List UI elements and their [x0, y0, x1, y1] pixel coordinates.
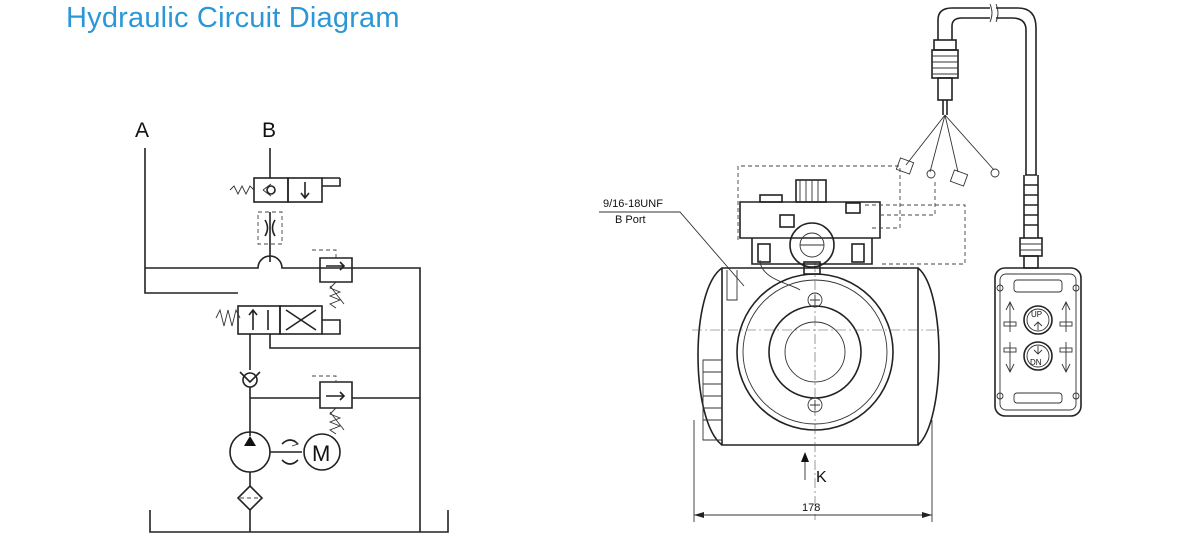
port-name-label: B Port — [615, 214, 646, 226]
motor-label: M — [312, 441, 330, 466]
down-button[interactable]: DN — [1023, 341, 1053, 371]
up-arrow-icon — [1003, 300, 1073, 332]
width-dimension: 178 — [693, 420, 933, 522]
relief-valve-upper — [312, 249, 353, 309]
pump — [229, 431, 302, 473]
directional-valve — [215, 305, 420, 370]
down-arrow-icon — [1003, 342, 1073, 374]
cable-strain-relief — [1019, 174, 1043, 269]
view-arrow: K — [801, 452, 827, 486]
page-title: Hydraulic Circuit Diagram — [66, 2, 400, 34]
solenoid-check-valve — [229, 177, 341, 203]
hydraulic-schematic: A B — [135, 119, 449, 533]
orifice — [257, 211, 283, 245]
tank — [149, 510, 449, 533]
width-dim-label: 178 — [802, 502, 820, 514]
line-main-horizontal — [145, 255, 421, 532]
reservoir-body — [697, 267, 940, 446]
port-a-label: A — [135, 119, 149, 142]
down-button-label: DN — [1030, 358, 1042, 367]
line-a — [144, 148, 238, 294]
thread-spec-label: 9/16-18UNF — [603, 198, 663, 210]
valve-block — [739, 179, 881, 291]
pendant-control: UP DN — [994, 267, 1082, 417]
cable-connector — [895, 3, 1037, 187]
wiring-outline — [737, 165, 966, 265]
check-valve — [239, 371, 261, 436]
relief-valve-lower — [250, 375, 420, 435]
motor: M — [303, 433, 341, 471]
pump-drawing: 9/16-18UNF B Port — [599, 3, 1082, 522]
up-button[interactable]: UP — [1023, 305, 1053, 335]
filter — [236, 472, 264, 532]
view-label: K — [816, 469, 827, 486]
up-button-label: UP — [1031, 310, 1042, 319]
port-b-label: B — [262, 119, 276, 142]
